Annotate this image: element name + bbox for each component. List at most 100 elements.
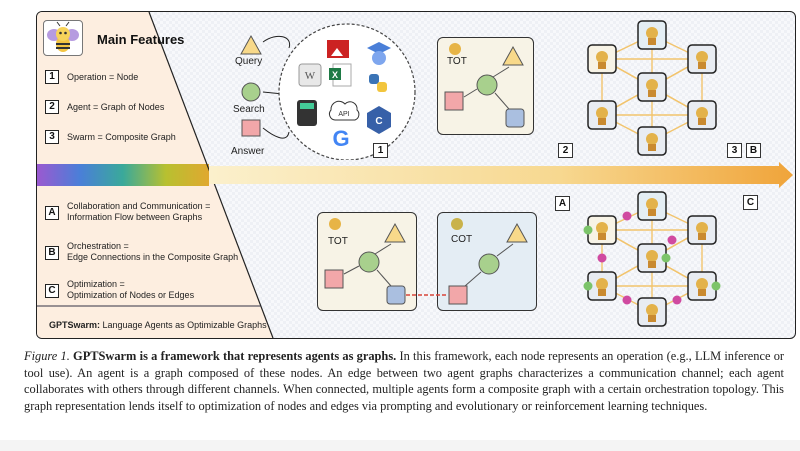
concept-line: Optimization of Nodes or Edges <box>67 290 195 300</box>
concept-badge-b: B <box>45 246 59 260</box>
concept-text-optimization: Optimization = Optimization of Nodes or … <box>67 279 194 301</box>
channel-icon <box>711 281 721 291</box>
agent-node <box>687 271 717 301</box>
concept-line: Optimization = <box>67 279 125 289</box>
concept-line: Information Flow between Graphs <box>67 212 203 222</box>
api-cloud-icon <box>328 100 360 121</box>
footer-text: Language Agents as Optimizable Graphs <box>100 320 267 330</box>
bee-agent-icon <box>596 51 608 63</box>
panel-footer: GPTSwarm: Language Agents as Optimizable… <box>49 320 267 330</box>
agent-node <box>687 100 717 130</box>
bee-agent-icon <box>646 133 658 145</box>
tag-b: B <box>746 143 761 158</box>
channel-icon <box>583 281 593 291</box>
channel-icon <box>661 253 671 263</box>
figure-frame: Main Features 1 Operation = Node 2 Agent… <box>36 11 796 339</box>
optimized-swarm-graph <box>583 191 721 327</box>
caption-label: Figure 1. <box>24 349 70 363</box>
channel-icon <box>667 235 677 245</box>
channel-icon <box>672 295 682 305</box>
bee-agent-icon <box>646 27 658 39</box>
progress-arrow <box>209 162 793 188</box>
google-icon: G <box>332 126 349 151</box>
bee-logo <box>43 20 83 56</box>
feature-text-swarm: Swarm = Composite Graph <box>67 132 176 142</box>
concept-text-collab: Collaboration and Communication = Inform… <box>67 201 210 223</box>
wikipedia-icon <box>298 63 322 87</box>
query-label: Query <box>235 56 263 67</box>
bee-agent-icon <box>596 222 608 234</box>
feature-badge-1: 1 <box>45 70 59 84</box>
agent-node <box>637 297 667 327</box>
tot-label: TOT <box>447 56 467 67</box>
answer-label: Answer <box>231 146 265 157</box>
tag-1: 1 <box>373 143 388 158</box>
agent-node <box>687 215 717 245</box>
caption-body: In this framework, each node represents … <box>24 349 785 413</box>
collab-cot-label: COT <box>451 234 473 245</box>
agent-node <box>587 271 617 301</box>
agent-node <box>637 20 667 50</box>
concept-badge-a: A <box>45 206 59 220</box>
feature-text-agent: Agent = Graph of Nodes <box>67 102 165 112</box>
panel-title: Main Features <box>97 32 185 47</box>
bee-agent-icon <box>696 51 708 63</box>
bee-agent-icon <box>646 304 658 316</box>
bee-agent-icon <box>596 278 608 290</box>
channel-icon <box>622 295 632 305</box>
query-triangle <box>240 34 262 55</box>
concept-text-orchestration: Orchestration = Edge Connections in the … <box>67 241 238 263</box>
tag-c: C <box>743 195 758 210</box>
python-icon <box>369 74 379 84</box>
graduation-cap-icon <box>367 42 391 54</box>
agent-node <box>637 191 667 221</box>
tag-a: A <box>555 196 570 211</box>
figure-caption: Figure 1. GPTSwarm is a framework that r… <box>24 348 784 414</box>
agent-node <box>587 44 617 74</box>
feature-text-operation: Operation = Node <box>67 72 139 82</box>
page-bottom-band <box>0 440 800 451</box>
svg-text:X: X <box>332 70 338 80</box>
bee-agent-icon <box>646 79 658 91</box>
operation-diagram: W X API G C <box>240 23 416 160</box>
tot-graph <box>444 43 525 128</box>
agent-node <box>587 100 617 130</box>
search-label: Search <box>233 104 265 115</box>
concept-line: Edge Connections in the Composite Graph <box>67 252 239 262</box>
search-circle <box>241 82 261 102</box>
svg-text:API: API <box>338 111 349 118</box>
features-panel: Main Features 1 Operation = Node 2 Agent… <box>37 12 307 338</box>
bee-agent-icon <box>696 222 708 234</box>
feature-badge-2: 2 <box>45 100 59 114</box>
agent-node <box>637 72 667 102</box>
caption-title: GPTSwarm is a framework that represents … <box>69 349 397 363</box>
bee-agent-icon <box>696 278 708 290</box>
bee-agent-icon <box>696 107 708 119</box>
image-icon <box>327 40 349 58</box>
panel-shape <box>37 12 274 338</box>
tag-3: 3 <box>727 143 742 158</box>
svg-text:W: W <box>305 70 316 82</box>
answer-square <box>241 119 261 137</box>
collab-graph <box>324 218 528 305</box>
concept-line: Collaboration and Communication = <box>67 201 211 211</box>
footer-bold: GPTSwarm: <box>49 320 101 330</box>
concept-line: Orchestration = <box>67 241 129 251</box>
cpp-icon <box>367 106 391 134</box>
swarm-graph <box>587 20 717 156</box>
concept-badge-c: C <box>45 284 59 298</box>
bee-agent-icon <box>646 250 658 262</box>
bee-avatar-icon <box>449 43 461 55</box>
feature-badge-3: 3 <box>45 130 59 144</box>
agent-node <box>687 44 717 74</box>
bee-agent-icon <box>596 107 608 119</box>
bee-agent-icon <box>646 198 658 210</box>
agent-node <box>637 126 667 156</box>
agent-node <box>637 243 667 273</box>
channel-icon <box>622 211 632 221</box>
channel-icon <box>583 225 593 235</box>
tag-2: 2 <box>558 143 573 158</box>
channel-icon <box>597 253 607 263</box>
svg-text:C: C <box>375 116 382 127</box>
collab-tot-label: TOT <box>328 236 348 247</box>
